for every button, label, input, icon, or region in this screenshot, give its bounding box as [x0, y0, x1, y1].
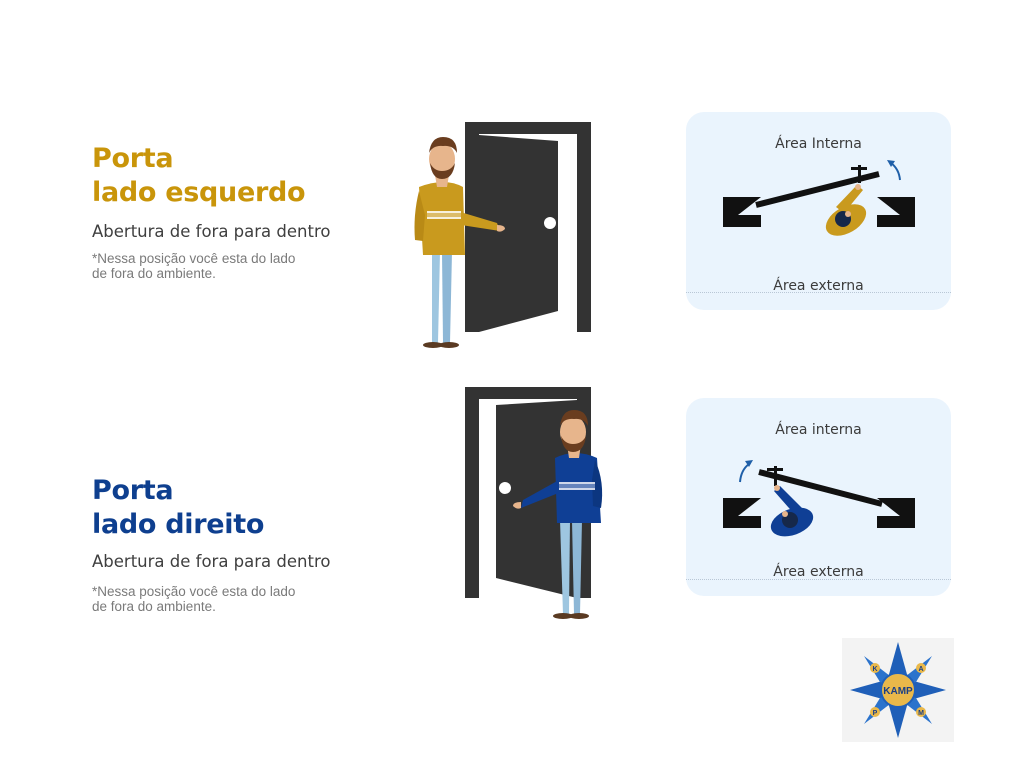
door-leaf: [479, 135, 558, 332]
door-leaf-plan: [758, 469, 883, 507]
right-door-illustration: [465, 387, 603, 619]
right-door-title: Porta lado direito: [92, 474, 264, 542]
right-plan-outer-line: [686, 579, 951, 580]
right-plan-diagram: [723, 460, 915, 537]
man-gold-sweater: [414, 137, 505, 348]
left-door-note-line1: *Nessa posição você esta do lado: [92, 251, 296, 266]
door-knob: [499, 482, 511, 494]
left-plan-inner-label: Área Interna: [775, 136, 862, 152]
right-door-title-line2: lado direito: [92, 509, 265, 540]
right-door-note-line1: *Nessa posição você esta do lado: [92, 584, 296, 599]
person-top-view-gold: [825, 184, 867, 236]
right-plan-inner-label: Área interna: [775, 422, 862, 438]
left-plan-outer-label: Área externa: [773, 278, 864, 294]
left-door-subtitle: Abertura de fora para dentro: [92, 222, 331, 241]
person-top-view-blue: [770, 485, 814, 537]
kamp-logo-text: KAMP: [883, 686, 913, 697]
right-plan-outer-label: Área externa: [773, 564, 864, 580]
left-plan-diagram: [723, 160, 915, 236]
left-door-title-line1: Porta: [92, 143, 174, 174]
left-door-title: Porta lado esquerdo: [92, 142, 306, 210]
kamp-logo: KAMP K A P M: [842, 638, 954, 742]
left-door-note-line2: de fora do ambiente.: [92, 266, 216, 281]
door-frame: [465, 122, 591, 332]
left-door-illustration: [414, 122, 591, 348]
right-door-note: *Nessa posição você esta do lado de fora…: [92, 584, 295, 614]
swing-arrow-icon: [739, 463, 750, 483]
right-door-subtitle: Abertura de fora para dentro: [92, 552, 331, 571]
left-door-note: *Nessa posição você esta do lado de fora…: [92, 251, 295, 281]
right-door-plan-panel: Área interna Área externa: [686, 398, 951, 596]
svg-text:P: P: [873, 710, 878, 717]
swing-arrow-icon: [890, 162, 901, 181]
left-plan-outer-line: [686, 292, 951, 293]
man-blue-sweater: [513, 410, 603, 619]
door-knob: [544, 217, 556, 229]
right-door-title-line1: Porta: [92, 475, 174, 506]
svg-text:K: K: [872, 666, 877, 673]
left-door-plan-panel: Área Interna Área externa: [686, 112, 951, 310]
left-door-title-line2: lado esquerdo: [92, 177, 306, 208]
svg-text:A: A: [918, 666, 923, 673]
svg-text:M: M: [918, 710, 924, 717]
right-door-note-line2: de fora do ambiente.: [92, 599, 216, 614]
